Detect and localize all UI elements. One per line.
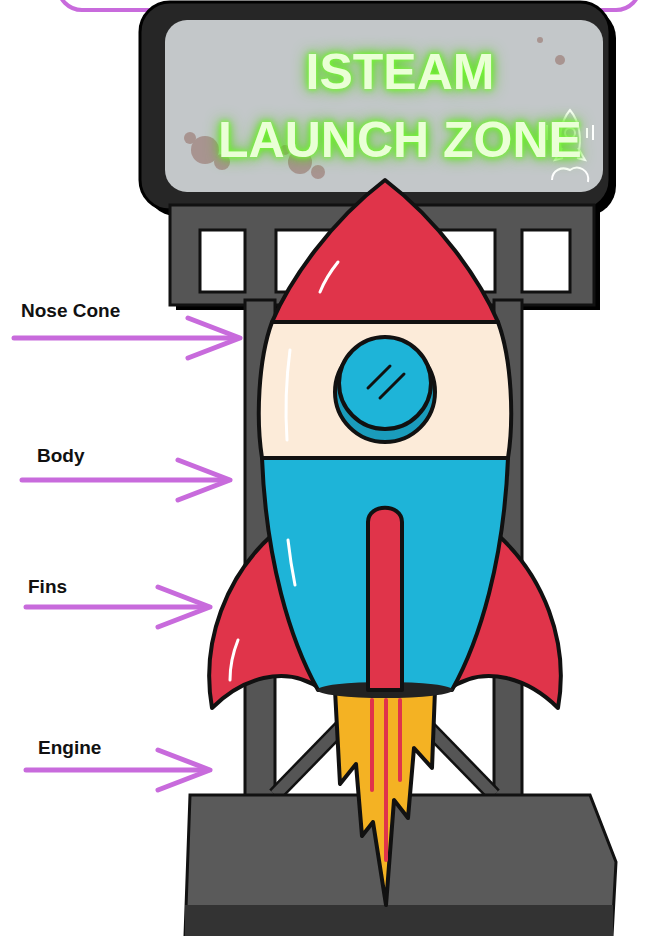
base-foot bbox=[185, 905, 613, 936]
rocket-lower-body bbox=[262, 458, 508, 690]
tower-window bbox=[522, 230, 570, 292]
rocket-body bbox=[259, 322, 511, 458]
window bbox=[339, 337, 431, 429]
launch-base bbox=[185, 795, 616, 936]
sign-title: ISTEAM LAUNCH ZONE bbox=[200, 38, 600, 174]
engine-flame bbox=[335, 690, 435, 905]
window-glint bbox=[368, 366, 404, 398]
highlights bbox=[230, 262, 338, 680]
sign-panel bbox=[165, 20, 603, 192]
part-label: Fins bbox=[28, 576, 67, 598]
flame-streaks bbox=[372, 700, 400, 860]
part-label: Nose Cone bbox=[21, 300, 120, 322]
leader-arrows bbox=[14, 318, 240, 790]
tower-window bbox=[200, 230, 245, 292]
part-label: Body bbox=[37, 445, 85, 467]
part-label: Engine bbox=[38, 737, 101, 759]
nose-cone bbox=[272, 180, 498, 322]
center-fin bbox=[368, 508, 402, 690]
sign-frame bbox=[140, 2, 610, 210]
sign-board: ISTEAM LAUNCH ZONE bbox=[200, 24, 600, 188]
